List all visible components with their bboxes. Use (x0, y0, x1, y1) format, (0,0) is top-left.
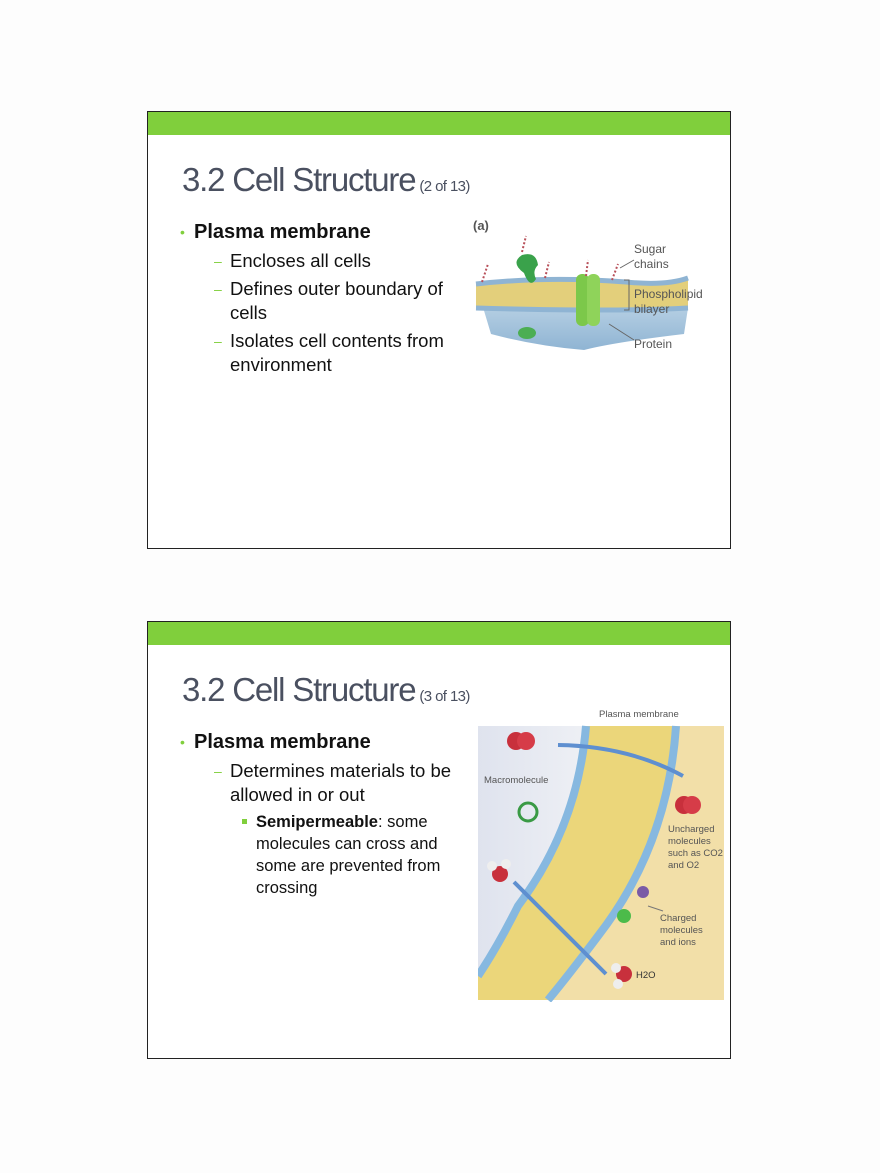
bullet-text: : some molecules can cross and some are … (256, 813, 441, 897)
slide-title: 3.2 Cell Structure(2 of 13) (182, 161, 470, 199)
bullet-list: • Plasma membrane –Determines materials t… (180, 729, 470, 899)
bullet-text: Plasma membrane (194, 221, 371, 243)
bullet-dot-icon: • (180, 224, 185, 240)
bullet-list: •Plasma membrane –Encloses all cells –De… (180, 219, 450, 377)
bullet-level-2: –Defines outer boundary of cells (180, 277, 450, 325)
bullet-text: Defines outer boundary of cells (230, 278, 443, 323)
semipermeable-membrane-figure: Plasma membrane Macromolecule Unch (478, 706, 726, 1002)
membrane-illustration (475, 235, 689, 350)
title-text: 3.2 Cell Structure (182, 671, 417, 708)
dash-icon: – (214, 281, 222, 297)
bullet-level-2: –Isolates cell contents from environment (180, 329, 450, 377)
bullet-text: Isolates cell contents from environment (230, 330, 444, 375)
bullet-text: Encloses all cells (230, 250, 371, 271)
dash-icon: – (214, 333, 222, 349)
slide-title: 3.2 Cell Structure(3 of 13) (182, 671, 470, 709)
bullet-dot-icon: • (180, 734, 185, 750)
label-water: H2O (636, 970, 656, 981)
title-text: 3.2 Cell Structure (182, 161, 417, 198)
header-bar (148, 622, 730, 645)
bullet-level-2: –Encloses all cells (180, 249, 450, 273)
dash-icon: – (214, 763, 222, 779)
bullet-level-1: • Plasma membrane (180, 729, 470, 755)
slide-2-of-13: 3.2 Cell Structure(2 of 13) • Plasma memb… (147, 111, 731, 549)
label-sugar-chains: Sugar chains (634, 242, 669, 271)
dash-icon: – (214, 253, 222, 269)
header-bar (148, 112, 730, 135)
membrane-transport-illustration (478, 725, 724, 1002)
bullet-level-1: • Plasma membrane (180, 219, 450, 245)
label-macromolecule: Macromolecule (484, 775, 549, 786)
bullet-level-3: Semipermeable: some molecules can cross … (180, 811, 470, 899)
slide-counter: (3 of 13) (419, 688, 470, 705)
slide-counter: (2 of 13) (419, 178, 470, 195)
panel-label: (a) (473, 218, 489, 233)
bullet-text: Plasma membrane (194, 731, 371, 753)
bullet-text: Determines materials to be allowed in or… (230, 760, 452, 805)
slide-3-of-13: 3.2 Cell Structure(3 of 13) • Plasma memb… (147, 621, 731, 1059)
label-protein: Protein (634, 337, 673, 351)
square-bullet-icon (242, 819, 247, 824)
label-phospholipid-bilayer: Phospholipid bilayer (634, 287, 703, 316)
membrane-cross-section-figure: (a) Sugar chains Phos (466, 216, 726, 386)
bullet-term: Semipermeable (256, 813, 378, 831)
bullet-level-2: –Determines materials to be allowed in o… (180, 759, 470, 807)
label-plasma-membrane: Plasma membrane (599, 709, 679, 720)
label-uncharged-molecules: Uncharged molecules such as CO2 and O2 (668, 824, 723, 871)
label-charged-molecules: Charged molecules and ions (660, 913, 703, 948)
